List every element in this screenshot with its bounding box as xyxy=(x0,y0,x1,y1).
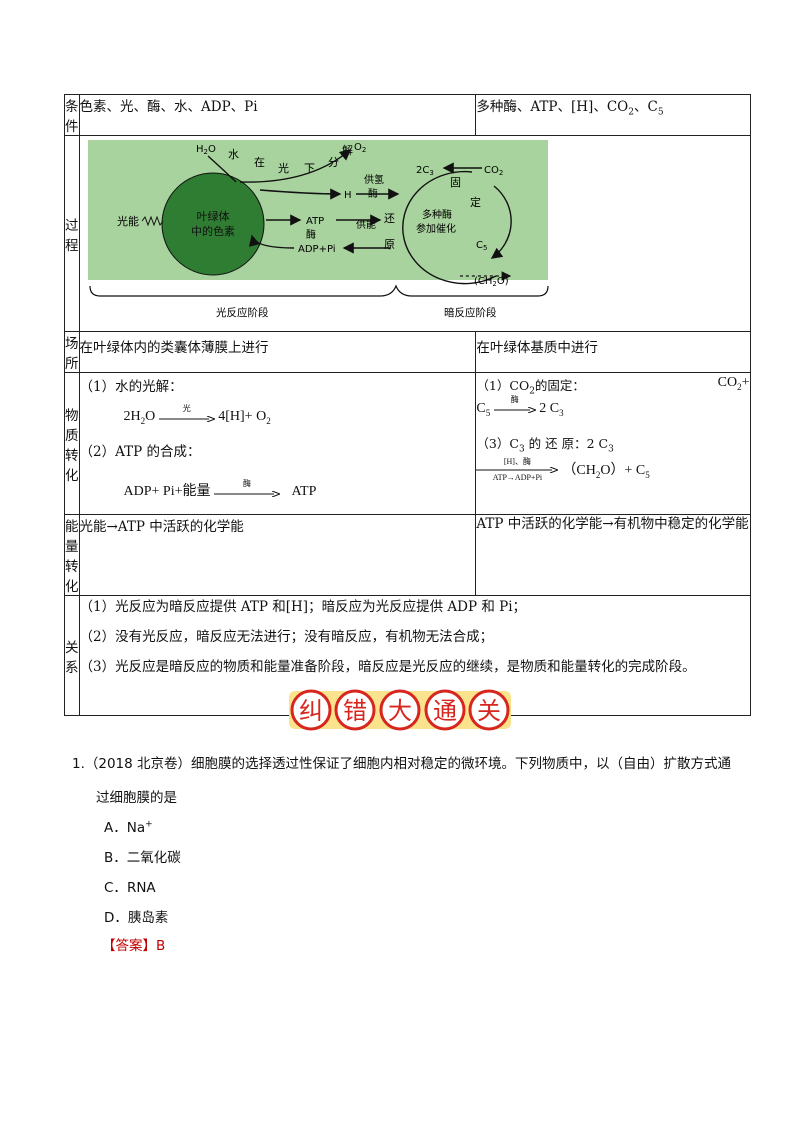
label-conditions: 条件 xyxy=(64,94,80,136)
answer-value: B xyxy=(156,938,166,954)
dark-conditions: 多种酶、ATP、[H]、CO2、C5 xyxy=(475,94,751,136)
dark-conditions-sub2: 5 xyxy=(657,107,664,118)
label-energy: 能量转化 xyxy=(64,514,80,596)
light-material-title1: （1）水的光解： xyxy=(79,379,183,395)
dark-stage-label: 暗反应阶段 xyxy=(444,306,497,319)
light-energy: 光能→ATP 中活跃的化学能 xyxy=(78,514,477,596)
split-char-0: 水 xyxy=(228,148,239,161)
fix-char-2: 定 xyxy=(470,195,481,209)
reduce-char-1: 还 xyxy=(384,212,395,225)
light-zigzag xyxy=(141,215,163,227)
diagram-bg xyxy=(87,140,548,280)
banner-char-4: 通 xyxy=(433,697,457,725)
row-process: 过程 叶绿体 中的色素 光能 H2O 水 xyxy=(64,135,751,332)
o2-label: O2 xyxy=(354,142,366,154)
comparison-table: 条件 色素、光、酶、水、ADP、Pi 多种酶、ATP、[H]、CO2、C5 过程… xyxy=(64,94,751,716)
relation-item-3: （3）光反应是暗反应的物质和能量准备阶段，暗反应是光反应的继续，是物质和能量转化… xyxy=(79,659,696,675)
atp-synthesis-eq: ADP+ Pi+能量 酶 ATP xyxy=(123,478,317,499)
question-stem-line1: 1.（2018 北京卷）细胞膜的选择透过性保证了细胞内相对稳定的微环境。下列物质… xyxy=(72,756,732,772)
h-label: H xyxy=(344,190,352,201)
label-material: 物质转化 xyxy=(64,372,80,515)
light-conditions: 色素、光、酶、水、ADP、Pi xyxy=(78,94,477,136)
light-material: （1）水的光解： 2H2O 光 4[H]+ O2 （2）ATP 的合成： ADP… xyxy=(78,372,477,515)
banner-char-2: 错 xyxy=(343,697,367,725)
option-b[interactable]: B．二氧化碳 xyxy=(104,850,181,866)
dark-material-title1: （1）CO2的固定： CO2+ xyxy=(476,375,750,397)
label-process: 过程 xyxy=(64,135,80,332)
multi-enzyme-2: 参加催化 xyxy=(416,222,456,235)
fix-char-1: 固 xyxy=(450,176,461,189)
row-material: 物质转化 （1）水的光解： 2H2O 光 4[H]+ O2 （2）ATP 的合成… xyxy=(64,372,751,515)
banner-circle-1 xyxy=(290,689,332,731)
row-location: 场所 在叶绿体内的类囊体薄膜上进行 在叶绿体基质中进行 xyxy=(64,331,751,373)
co2-label: CO2 xyxy=(484,165,503,177)
dark-conditions-sub1: 2 xyxy=(628,107,634,118)
light-location: 在叶绿体内的类囊体薄膜上进行 xyxy=(78,331,477,373)
dark-material-title2: （3）C3 的 还 原：2 C3 xyxy=(476,436,614,455)
pigment-line2: 中的色素 xyxy=(191,224,235,238)
ch2o-label: (CH2O) xyxy=(474,276,509,288)
dark-conditions-text: 多种酶、ATP、[H]、CO xyxy=(476,99,629,115)
adp-return-arrow xyxy=(248,234,294,249)
atp-label: ATP xyxy=(306,216,324,227)
pigment-circle xyxy=(161,172,264,276)
light-conditions-text: 色素、光、酶、水、ADP、Pi xyxy=(79,99,258,115)
h2o-arrow xyxy=(207,155,236,183)
multi-enzyme-1: 多种酶 xyxy=(422,208,452,221)
dark-energy: ATP 中活跃的化学能→有机物中稳定的化学能 xyxy=(475,514,751,596)
split-char-2: 光 xyxy=(278,161,289,175)
water-photolysis-eq: 2H2O 光 4[H]+ O2 xyxy=(123,403,271,426)
split-char-1: 在 xyxy=(254,156,265,169)
dark-material: （1）CO2的固定： CO2+ C5 酶 2 C3 （3）C3 的 还 原：2 … xyxy=(475,372,751,515)
banner-circle-5 xyxy=(468,689,510,731)
error-correction-banner: 纠 错 大 通 关 xyxy=(289,689,511,731)
answer-label: 【答案】 xyxy=(102,938,156,954)
adp-pi-label: ADP+Pi xyxy=(298,244,336,255)
light-stage-label: 光反应阶段 xyxy=(216,306,269,319)
calvin-ring-right xyxy=(490,185,512,259)
h2o-label: H2O xyxy=(196,144,216,156)
pigment-line1: 叶绿体 xyxy=(196,209,229,223)
banner-char-1: 纠 xyxy=(299,697,323,725)
option-d[interactable]: D．胰岛素 xyxy=(104,910,169,926)
process-diagram-cell: 叶绿体 中的色素 光能 H2O 水 在 光 下 分 解 O2 H xyxy=(78,135,751,332)
enzyme-label: 酶 xyxy=(306,228,316,241)
label-relation: 关系 xyxy=(64,595,80,716)
h-arrow xyxy=(259,188,341,200)
co2-fixation-eq: C5 酶 2 C3 xyxy=(476,395,564,418)
relation-item-1: （1）光反应为暗反应提供 ATP 和[H]；暗反应为光反应提供 ADP 和 Pi… xyxy=(79,599,527,615)
c5-label: C5 xyxy=(476,240,487,252)
dark-location: 在叶绿体基质中进行 xyxy=(475,331,751,373)
c3-label: 2C3 xyxy=(416,165,434,177)
banner-circle-4 xyxy=(424,689,466,731)
banner-circle-2 xyxy=(334,689,376,731)
split-char-3: 下 xyxy=(304,162,315,175)
banner-circle-3 xyxy=(379,689,421,731)
relation-item-2: （2）没有光反应，暗反应无法进行；没有暗反应，有机物无法合成； xyxy=(79,629,494,645)
option-c[interactable]: C．RNA xyxy=(104,880,156,896)
light-energy-label: 光能 xyxy=(117,214,139,228)
split-arrow xyxy=(239,149,351,183)
calvin-ring-left xyxy=(401,170,496,285)
light-material-title2: （2）ATP 的合成： xyxy=(79,443,201,460)
photosynthesis-diagram: 叶绿体 中的色素 光能 H2O 水 在 光 下 分 解 O2 H xyxy=(87,140,549,319)
banner-char-3: 大 xyxy=(388,697,412,725)
option-a[interactable]: A．Na+ xyxy=(104,819,153,837)
label-location: 场所 xyxy=(64,331,80,373)
banner-char-5: 关 xyxy=(477,697,501,725)
supply-h-label: 供氢 xyxy=(364,173,384,186)
c3-reduction-eq: [H]、酶 ATP→ADP+Pi （CH2O）+ C5 xyxy=(476,456,650,482)
row-conditions: 条件 色素、光、酶、水、ADP、Pi 多种酶、ATP、[H]、CO2、C5 xyxy=(64,94,751,136)
row-energy: 能量转化 光能→ATP 中活跃的化学能 ATP 中活跃的化学能→有机物中稳定的化… xyxy=(64,514,751,596)
stage-braces xyxy=(88,284,549,297)
answer-line: 【答案】B xyxy=(102,934,165,954)
question-stem-line2: 过细胞膜的是 xyxy=(96,790,177,806)
reduce-char-2: 原 xyxy=(384,238,395,251)
dark-conditions-mid: 、C xyxy=(633,99,658,115)
